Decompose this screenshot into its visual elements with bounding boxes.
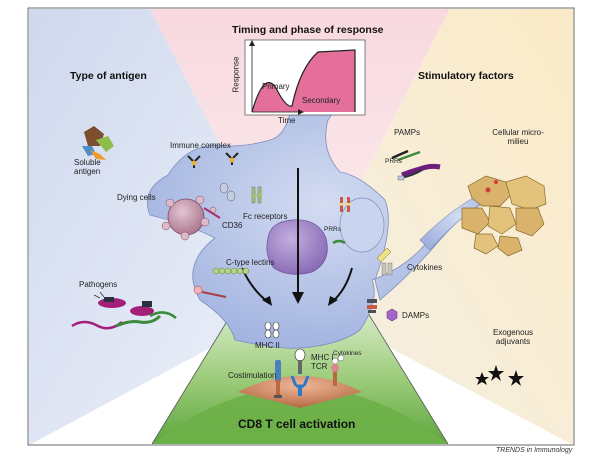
cytokines-small-label: Cytokines bbox=[333, 350, 362, 357]
frame-border bbox=[27, 7, 575, 446]
exogenous-adjuvants-icon bbox=[475, 365, 524, 386]
cytokines-label: Cytokines bbox=[407, 263, 443, 272]
prr-receptor-mid bbox=[332, 197, 352, 245]
mhc-i-tcr-icon bbox=[290, 348, 310, 396]
stimulatory-title: Stimulatory factors bbox=[418, 70, 514, 82]
pamps-icon bbox=[391, 149, 421, 162]
mhc-ii-label: MHC II bbox=[255, 341, 280, 350]
pathogens-label: Pathogens bbox=[79, 280, 118, 289]
prr-receptor-top bbox=[397, 163, 441, 181]
fc-receptors-label: Fc receptors bbox=[243, 212, 288, 221]
endosome bbox=[339, 197, 385, 253]
mhc-i-label: MHC I bbox=[311, 353, 334, 362]
prrs-mid-label: PRRs bbox=[324, 226, 341, 233]
cellular-micro-milieu-label: Cellular micro-milieu bbox=[492, 128, 544, 146]
cytokine-receptor-small bbox=[331, 354, 345, 386]
soluble-antigen-label: Soluble antigen bbox=[74, 158, 101, 176]
c-type-lectins-label: C-type lectins bbox=[226, 258, 275, 267]
immune-complex-label: Immune complex bbox=[170, 141, 231, 150]
damps-icon bbox=[386, 308, 398, 322]
graph-secondary-label: Secondary bbox=[302, 96, 341, 105]
response-graph bbox=[244, 39, 366, 116]
costimulation-label: Costimulation bbox=[228, 371, 277, 380]
graph-y-label: Response bbox=[231, 56, 241, 93]
soluble-antigen-icon bbox=[82, 126, 114, 160]
timing-title: Timing and phase of response bbox=[232, 24, 384, 36]
prrs-top-label: PRRs bbox=[385, 158, 402, 165]
dying-cells-label: Dying cells bbox=[117, 193, 156, 202]
cd36-label: CD36 bbox=[222, 221, 243, 230]
damps-receptor bbox=[367, 299, 377, 313]
antigen-title: Type of antigen bbox=[70, 70, 147, 82]
tcr-label: TCR bbox=[311, 362, 328, 371]
damps-label: DAMPs bbox=[402, 311, 430, 320]
cellular-micro-milieu-icon bbox=[461, 175, 547, 257]
activation-title: CD8 T cell activation bbox=[238, 417, 356, 431]
pathogens-icon bbox=[71, 291, 177, 330]
cytokines-icon bbox=[376, 247, 393, 276]
c-type-lectin-icon bbox=[212, 267, 250, 275]
lectin-receptor bbox=[193, 285, 227, 298]
pamps-label: PAMPs bbox=[394, 128, 421, 137]
graph-primary-label: Primary bbox=[262, 82, 290, 91]
exogenous-adjuvants-label: Exogenous adjuvants bbox=[492, 328, 534, 346]
graph-x-label: Time bbox=[278, 116, 296, 125]
costimulation-icon bbox=[274, 360, 282, 398]
fc-receptor-icon bbox=[219, 182, 262, 204]
t-cell-dome bbox=[152, 387, 448, 444]
mhc-ii-icon bbox=[264, 321, 280, 339]
credit-label: TRENDS in Immunology bbox=[496, 447, 573, 454]
